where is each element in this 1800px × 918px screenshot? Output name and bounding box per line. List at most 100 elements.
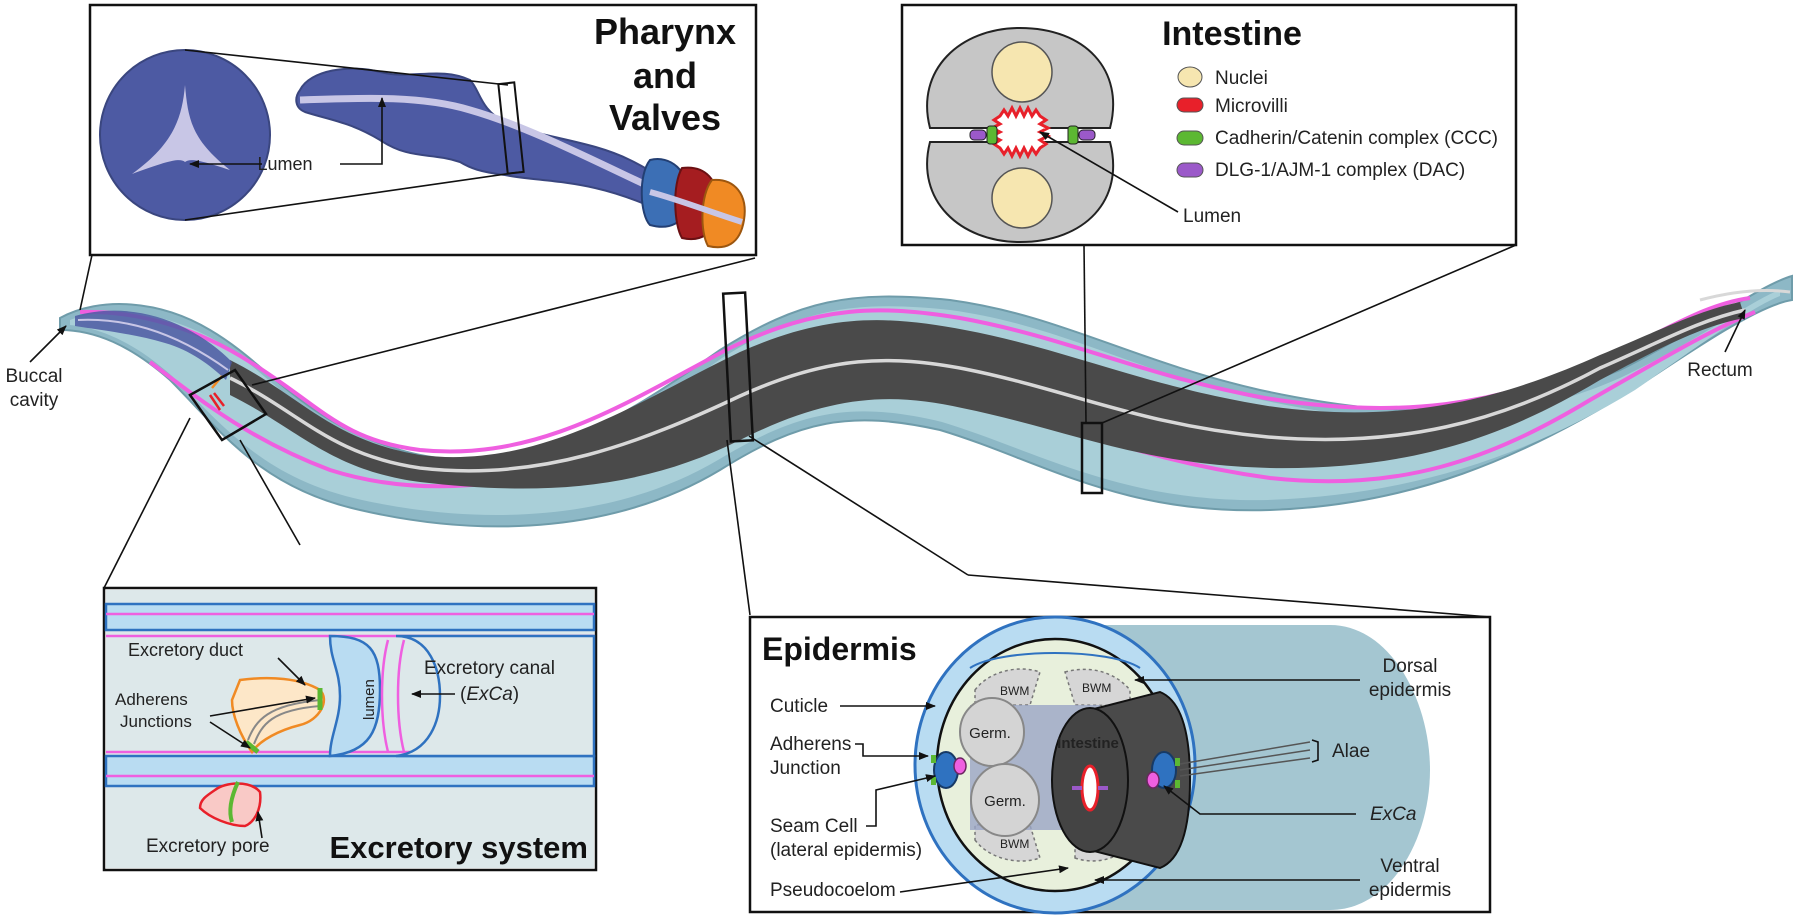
exca-arrow <box>1163 785 1356 815</box>
gut-lumen-line <box>229 308 1746 473</box>
buccal-cavity-arrow <box>29 325 67 363</box>
pharynx-title-line1: Pharynx <box>594 11 736 52</box>
excretory-canal-pink-2 <box>396 639 406 753</box>
adherens-left-b <box>931 777 936 785</box>
exca-right <box>1146 771 1160 789</box>
dac-right <box>1078 129 1096 141</box>
excretory-canal-cell <box>328 634 382 758</box>
dorsal-epidermis <box>969 652 1141 669</box>
seam-cell-arrow <box>866 774 936 827</box>
germ-label-2: Germ. <box>984 793 1026 810</box>
dac-left <box>969 129 987 141</box>
excretory-inset: lumen Excretory duct Adherens Junctions … <box>102 586 598 872</box>
ventral-line2: epidermis <box>1369 880 1451 901</box>
epidermis-inset: Epidermis BWM BWM BWM BWM Germ. Germ. In… <box>748 615 1492 915</box>
excretory-duct-lumen2 <box>253 705 321 745</box>
excretory-canal-pink <box>380 639 390 753</box>
epidermis-adherens-line2: Junction <box>770 758 841 779</box>
pharynx-in-worm <box>75 310 232 380</box>
intestine-lumen-label: Lumen <box>1183 206 1241 227</box>
epidermis-adherens-arrow <box>855 743 929 760</box>
dorsal-line1: Dorsal <box>1383 656 1438 677</box>
bwm-top-right <box>1064 668 1131 707</box>
excretory-pore-arrow <box>255 811 264 839</box>
excretory-canal-line1: Excretory canal <box>424 658 555 679</box>
exca-label: ExCa <box>1370 804 1416 825</box>
ccc-right <box>1067 125 1079 145</box>
excretory-canal-cell-right <box>395 634 596 758</box>
intestine-lumen-arrow <box>1039 131 1179 213</box>
adherens-right-a <box>1175 758 1180 766</box>
bwm-label-2: BWM <box>1082 681 1111 695</box>
excretory-canal-line2: (ExCa) <box>460 684 519 705</box>
legend-microvilli-swatch <box>1176 97 1204 113</box>
nucleus-bottom <box>991 167 1053 229</box>
legend-ccc-swatch <box>1176 130 1204 146</box>
intestine-tube <box>230 302 1745 489</box>
excretory-duct-label: Excretory duct <box>128 640 243 660</box>
section-markers <box>188 291 1104 495</box>
excretory-pore-mark <box>208 392 225 411</box>
pseudocoelom-arrow <box>899 865 1069 893</box>
excretory-canal-paren-close: ) <box>513 684 519 705</box>
legend-nuclei-swatch <box>1177 66 1203 88</box>
seam-cell-line1: Seam Cell <box>770 816 858 837</box>
buccal-cavity-line2: cavity <box>10 390 59 411</box>
adherens-right-b <box>1175 780 1180 788</box>
intestine-inset: Intestine Nuclei Microvilli Cadherin/Cat… <box>900 3 1518 247</box>
bwm-label-3: BWM <box>1000 837 1029 851</box>
epidermis-section-box <box>721 291 755 443</box>
pharynx-zoom-rect <box>497 81 525 175</box>
excretory-adherens-arrow2 <box>209 721 251 749</box>
valve-lumen-line <box>649 189 743 225</box>
ventral-line1: Ventral <box>1380 856 1439 877</box>
rectum-arrow <box>1724 309 1746 353</box>
intestine-lumen-red <box>1080 764 1100 812</box>
germ-label-1: Germ. <box>969 725 1011 742</box>
excretory-canal-abbrev: ExCa <box>466 684 512 705</box>
excretory-lumen-label: lumen <box>361 679 378 720</box>
zoom-leader-lines <box>79 244 1517 618</box>
pharynx-inset: Pharynx and Valves Lumen <box>88 3 758 257</box>
seam-cell-line2: (lateral epidermis) <box>770 840 922 861</box>
pharynx-title-line3: Valves <box>609 97 721 138</box>
buccal-cavity-line1: Buccal <box>5 366 62 387</box>
excretory-bottom-epidermis <box>104 754 596 788</box>
alae-bracket <box>1311 739 1319 763</box>
excretory-adherens-line2: Junctions <box>120 712 192 731</box>
epidermis-adherens-line1: Adherens <box>770 734 851 755</box>
intestine-cylinder-label: Intestine <box>1057 735 1119 752</box>
microvilli-ring <box>988 104 1052 160</box>
exca-left <box>953 757 967 775</box>
excretory-pore-label: Excretory pore <box>146 836 270 857</box>
legend-ccc-label: Cadherin/Catenin complex (CCC) <box>1215 128 1498 149</box>
dorsal-line2: epidermis <box>1369 680 1451 701</box>
alae-label: Alae <box>1332 741 1370 762</box>
ccc-left <box>986 125 998 145</box>
nucleus-top <box>991 41 1053 103</box>
legend-dac-label: DLG-1/AJM-1 complex (DAC) <box>1215 160 1465 181</box>
cuticle-label: Cuticle <box>770 696 828 717</box>
legend-dac-swatch <box>1176 162 1204 178</box>
germ-disc-bottom <box>970 763 1040 837</box>
excretory-title: Excretory system <box>330 830 589 865</box>
worm-body <box>59 274 1793 528</box>
pseudocoelom-label: Pseudocoelom <box>770 880 896 901</box>
pharynx-lumen-line <box>299 94 707 216</box>
alae-lines <box>1179 741 1311 777</box>
bwm-label-1: BWM <box>1000 684 1029 698</box>
legend-microvilli-label: Microvilli <box>1215 96 1288 117</box>
excretory-duct-arrow <box>277 657 306 686</box>
pharynx-lumen-label: Lumen <box>257 154 312 174</box>
excretory-top-epidermis <box>104 602 596 632</box>
pharynx-triradiate-lumen <box>132 85 230 174</box>
pharynx-lumen-in-worm <box>77 318 229 371</box>
excretory-adherens-line1: Adherens <box>115 690 188 709</box>
excretory-section-box <box>188 368 268 442</box>
intestine-title: Intestine <box>1162 15 1302 53</box>
bwm-top-left <box>974 668 1041 707</box>
rectum-label: Rectum <box>1687 360 1752 381</box>
pharynx-title-line2: and <box>633 55 697 96</box>
adherens-left-a <box>931 755 936 763</box>
